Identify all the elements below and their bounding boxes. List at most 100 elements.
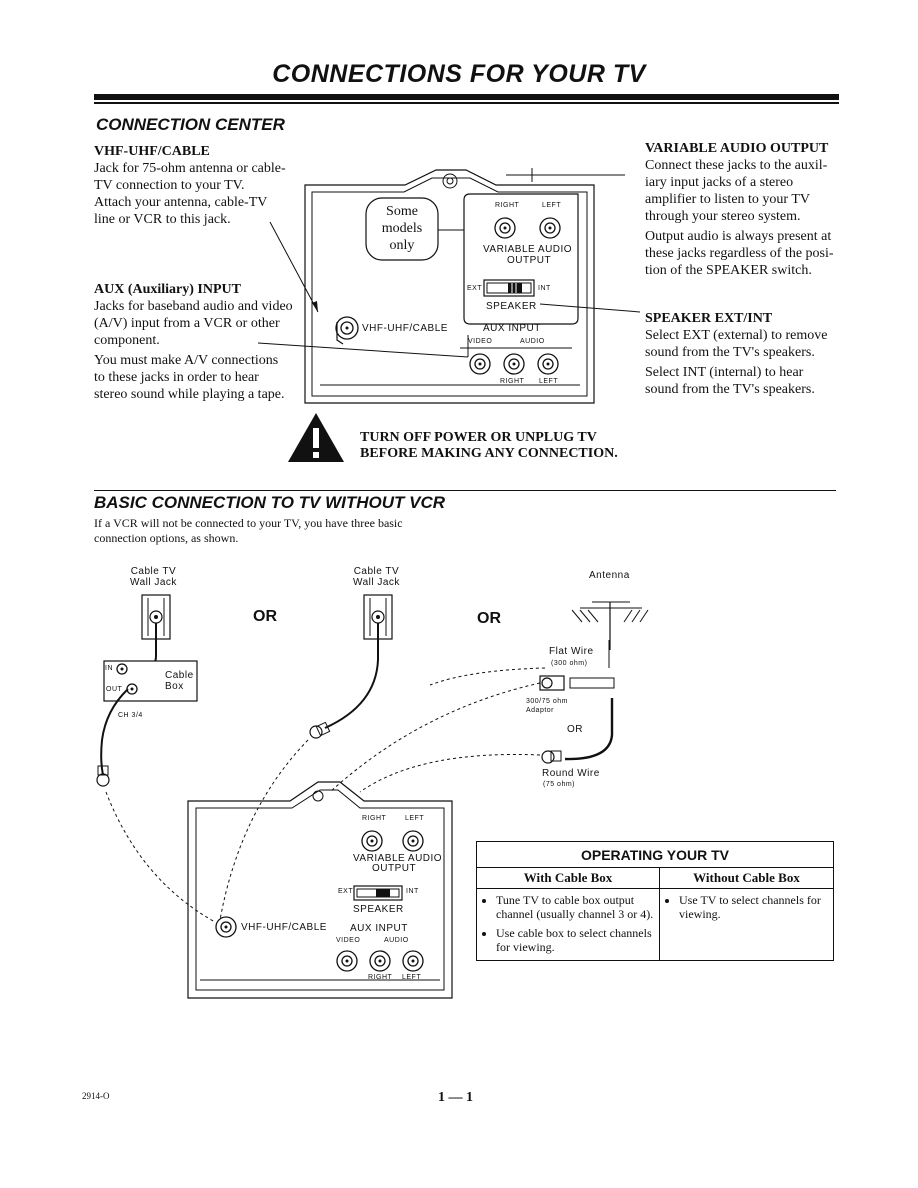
some-models-line: models	[381, 221, 423, 236]
right-label: RIGHT	[368, 974, 393, 981]
variable-audio-line: amplifier to listen to your TV	[645, 192, 810, 207]
variable-audio-label: VARIABLE AUDIO	[353, 853, 443, 864]
vhf-title: VHF-UHF/CABLE	[94, 144, 210, 159]
variable-audio-line: Connect these jacks to the auxil-	[645, 158, 828, 173]
operating-title: OPERATING YOUR TV	[477, 842, 833, 868]
video-label: VIDEO	[468, 338, 493, 345]
warning-line: TURN OFF POWER OR UNPLUG TV	[360, 430, 597, 445]
warning-text: TURN OFF POWER OR UNPLUG TV BEFORE MAKIN…	[360, 430, 618, 462]
adaptor-text: 300/75 ohm	[526, 698, 568, 705]
vhf-jack-label: VHF-UHF/CABLE	[362, 323, 448, 334]
ohm75-label: (75 ohm)	[543, 781, 576, 788]
round-wire-label: Round Wire	[542, 768, 600, 779]
operating-table: OPERATING YOUR TV With Cable Box Without…	[476, 841, 834, 961]
left-label: LEFT	[405, 815, 425, 822]
intro-line: If a VCR will not be connected to your T…	[94, 516, 403, 530]
antenna-label: Antenna	[589, 570, 630, 581]
left-label: LEFT	[539, 378, 559, 385]
ohm300-label: (300 ohm)	[551, 660, 588, 667]
intro-line: connection options, as shown.	[94, 531, 239, 545]
aux-description: AUX (Auxiliary) INPUT Jacks for baseband…	[94, 281, 309, 403]
variable-audio-line: these jacks regardless of the posi-	[645, 246, 834, 261]
title-rule-thin	[94, 102, 839, 104]
left-label: LEFT	[402, 974, 422, 981]
video-label: VIDEO	[336, 937, 361, 944]
wall-jack-text: Wall Jack	[353, 577, 400, 588]
list-item: Tune TV to cable box output channel (usu…	[496, 893, 658, 921]
or-label: OR	[253, 608, 277, 625]
vhf-jack-label: VHF-UHF/CABLE	[241, 922, 327, 933]
basic-intro: If a VCR will not be connected to your T…	[94, 516, 403, 546]
antenna-icon	[571, 601, 649, 650]
speaker-title: SPEAKER EXT/INT	[645, 311, 773, 326]
basic-connection-diagram	[96, 594, 649, 999]
aux-line: stereo sound while playing a tape.	[94, 387, 285, 402]
speaker-description: SPEAKER EXT/INT Select EXT (external) to…	[645, 310, 845, 398]
list-item: Use cable box to select channels for vie…	[496, 926, 658, 954]
aux-title: AUX (Auxiliary) INPUT	[94, 282, 241, 297]
col1-header: With Cable Box	[477, 868, 660, 889]
flat-wire-label: Flat Wire	[549, 646, 594, 657]
cable-tv-label-1: Cable TV Wall Jack	[130, 566, 177, 588]
adaptor-label: 300/75 ohm Adaptor	[526, 697, 568, 715]
variable-audio-line: tion of the SPEAKER switch.	[645, 263, 812, 278]
some-models-line: only	[389, 238, 415, 253]
wall-jack-text: Wall Jack	[130, 577, 177, 588]
adaptor-text: Adaptor	[526, 707, 555, 714]
section-rule	[94, 490, 836, 491]
ch34-label: CH 3/4	[118, 712, 143, 719]
speaker-label: SPEAKER	[353, 904, 404, 915]
int-label: INT	[538, 285, 551, 292]
out-label: OUT	[106, 686, 123, 693]
cable-box-text: Cable	[165, 670, 194, 681]
cable-box-text: Box	[165, 681, 184, 692]
warning-line: BEFORE MAKING ANY CONNECTION.	[360, 446, 618, 461]
page-title: CONNECTIONS FOR YOUR TV	[272, 60, 646, 88]
speaker-line: sound from the TV's speakers.	[645, 345, 815, 360]
speaker-line: Select EXT (external) to remove	[645, 328, 828, 343]
ext-label: EXT	[338, 888, 354, 895]
variable-audio-line: iary input jacks of a stereo	[645, 175, 794, 190]
some-models-only: Some models only	[366, 203, 438, 254]
cable-box-label: Cable Box	[165, 670, 194, 692]
output-label: OUTPUT	[507, 255, 552, 266]
audio-label: AUDIO	[384, 937, 409, 944]
output-label: OUTPUT	[372, 863, 417, 874]
speaker-line: sound from the TV's speakers.	[645, 382, 815, 397]
vhf-line: TV connection to your TV.	[94, 178, 245, 193]
right-label: RIGHT	[500, 378, 525, 385]
or-small-label: OR	[567, 724, 583, 735]
int-label: INT	[406, 888, 419, 895]
audio-label: AUDIO	[520, 338, 545, 345]
aux-input-label: AUX INPUT	[350, 923, 408, 934]
right-label: RIGHT	[362, 815, 387, 822]
vhf-line: Attach your antenna, cable-TV	[94, 195, 268, 210]
variable-audio-title: VARIABLE AUDIO OUTPUT	[645, 141, 829, 156]
or-label: OR	[477, 610, 501, 627]
speaker-label: SPEAKER	[486, 301, 537, 312]
variable-audio-description: VARIABLE AUDIO OUTPUT Connect these jack…	[645, 140, 845, 279]
aux-line: (A/V) input from a VCR or other	[94, 316, 280, 331]
connection-center-diagram	[257, 168, 641, 462]
page-number: 1 — 1	[438, 1090, 473, 1105]
basic-connection-heading: BASIC CONNECTION TO TV WITHOUT VCR	[94, 493, 446, 512]
footer-code: 2914-O	[82, 1091, 110, 1101]
variable-audio-line: through your stereo system.	[645, 209, 801, 224]
vhf-line: Jack for 75-ohm antenna or cable-	[94, 161, 286, 176]
cable-tv-label-2: Cable TV Wall Jack	[353, 566, 400, 588]
variable-audio-line: Output audio is always present at	[645, 229, 832, 244]
col2-header: Without Cable Box	[659, 868, 833, 889]
aux-line: Jacks for baseband audio and video	[94, 299, 293, 314]
variable-audio-label: VARIABLE AUDIO	[483, 244, 573, 255]
cable-tv-text: Cable TV	[130, 566, 177, 577]
aux-line: component.	[94, 333, 160, 348]
title-rule	[94, 94, 839, 100]
cable-tv-text: Cable TV	[353, 566, 400, 577]
right-label: RIGHT	[495, 202, 520, 209]
aux-line: to these jacks in order to hear	[94, 370, 259, 385]
left-label: LEFT	[542, 202, 562, 209]
some-models-line: Some	[386, 204, 418, 219]
aux-line: You must make A/V connections	[94, 353, 279, 368]
in-label: IN	[105, 665, 113, 672]
vhf-description: VHF-UHF/CABLE Jack for 75-ohm antenna or…	[94, 143, 304, 228]
